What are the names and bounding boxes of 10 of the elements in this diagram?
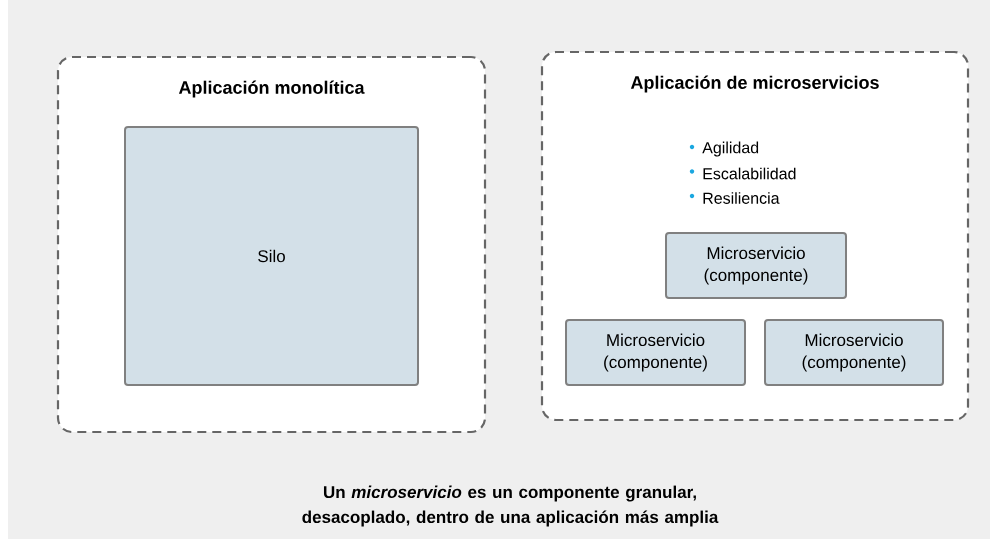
bullet-item: Agilidad [689, 141, 759, 157]
heading: Aplicación de microservicios [630, 75, 879, 93]
component-box: Microservicio (componente) [565, 319, 746, 386]
component-box: Silo [124, 126, 419, 386]
bullet-item: Escalabilidad [689, 167, 796, 180]
caption: Un microservicio es un componente granular, desacoplado, dentro de una aplicación más amplia [302, 485, 719, 527]
component-box: Microservicio (componente) [764, 319, 944, 386]
heading: Aplicación monolítica [178, 80, 365, 98]
component-box: Microservicio (componente) [665, 232, 847, 299]
bullet-item: Resiliencia [689, 192, 780, 204]
